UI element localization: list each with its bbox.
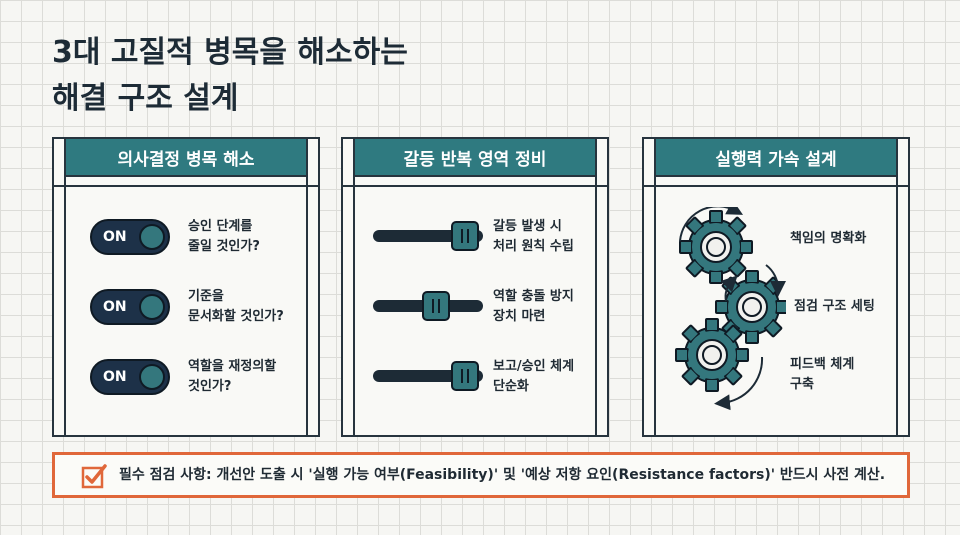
- toggle-knob: [139, 294, 165, 320]
- item-label: 점검 구조 세팅: [794, 299, 875, 314]
- cycle-arrow-icon: [714, 356, 764, 411]
- checkbox-check-icon: [81, 464, 107, 489]
- panel-execution-speed: 실행력 가속 설계: [642, 137, 910, 437]
- toggle-label: ON: [103, 369, 127, 385]
- slider-handle[interactable]: [451, 361, 479, 391]
- panel-header: 실행력 가속 설계: [656, 139, 896, 177]
- toggle-knob: [139, 224, 165, 250]
- toggle-label: ON: [103, 299, 127, 315]
- gears-illustration: [675, 207, 786, 411]
- panel-divider: [644, 185, 908, 187]
- panel-divider: [343, 185, 607, 187]
- panel-divider: [54, 185, 318, 187]
- cycle-arrow-icon: [679, 207, 744, 242]
- notice-bar: 필수 점검 사항: 개선안 도출 시 '실행 가능 여부(Feasibility…: [52, 452, 910, 498]
- on-toggle[interactable]: ON: [90, 359, 170, 395]
- level-slider[interactable]: [373, 221, 483, 251]
- toggle-knob: [139, 364, 165, 390]
- slider-handle[interactable]: [422, 291, 450, 321]
- gear-icon: [675, 318, 749, 392]
- toggle-label: ON: [103, 229, 127, 245]
- on-toggle[interactable]: ON: [90, 219, 170, 255]
- page-title-line2: 해결 구조 설계: [52, 81, 239, 116]
- slider-handle[interactable]: [451, 221, 479, 251]
- on-toggle[interactable]: ON: [90, 289, 170, 325]
- page-title: 3대 고질적 병목을 해소하는 해결 구조 설계: [52, 30, 408, 122]
- cycle-arrow-icon: [765, 264, 786, 297]
- page-title-line1: 3대 고질적 병목을 해소하는: [52, 35, 408, 70]
- cycle-arrow-icon: [720, 275, 738, 302]
- panel-header: 의사결정 병목 해소: [66, 139, 306, 177]
- panel-header: 갈등 반복 영역 정비: [355, 139, 595, 177]
- item-label: 책임의 명확화: [790, 231, 867, 246]
- level-slider[interactable]: [373, 291, 483, 321]
- gear-icon: [679, 210, 753, 284]
- level-slider[interactable]: [373, 361, 483, 391]
- notice-text: 필수 점검 사항: 개선안 도출 시 '실행 가능 여부(Feasibility…: [119, 467, 886, 483]
